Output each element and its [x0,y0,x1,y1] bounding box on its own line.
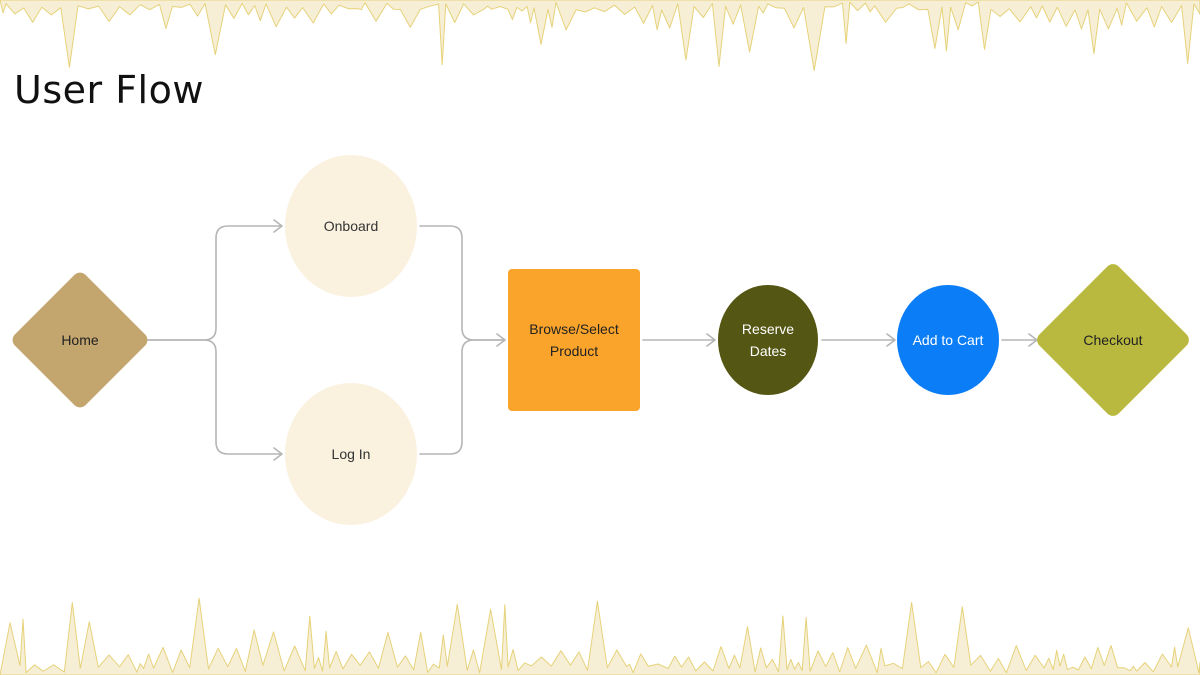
connector-home-onboard [147,219,283,341]
node-home: Home [9,269,151,411]
node-cart: Add to Cart [897,285,999,395]
node-reserve: Reserve Dates [718,285,818,395]
node-cart-label: Add to Cart [912,332,984,348]
connector-browse-reserve [642,333,716,347]
node-checkout-label: Checkout [1083,331,1143,348]
node-cart-ellipse-shape [897,285,999,395]
node-onboard: Onboard [285,155,417,297]
node-onboard-ellipse-shape [285,155,417,297]
node-home-label: Home [61,332,99,348]
connector-onboard-browse [419,225,506,347]
connector-login-browse [419,339,506,455]
node-login-ellipse-shape [285,383,417,525]
connector-home-login [147,339,283,461]
connector-cart-checkout [1001,333,1038,347]
page-title: User Flow [14,68,204,112]
node-onboard-label: Onboard [323,218,379,234]
node-checkout: Checkout [1033,260,1193,420]
node-browse: Browse/Select Product [508,269,640,411]
node-login: Log In [285,383,417,525]
bottom-waveform-border [0,597,1200,675]
node-reserve-ellipse-shape [718,285,818,395]
node-browse-label: Browse/Select Product [529,321,619,359]
connector-reserve-cart [821,333,896,347]
node-login-label: Log In [331,446,371,462]
node-browse-rect-shape [508,269,640,411]
top-waveform-border [0,0,1200,71]
node-reserve-label: Reserve Dates [741,321,795,359]
